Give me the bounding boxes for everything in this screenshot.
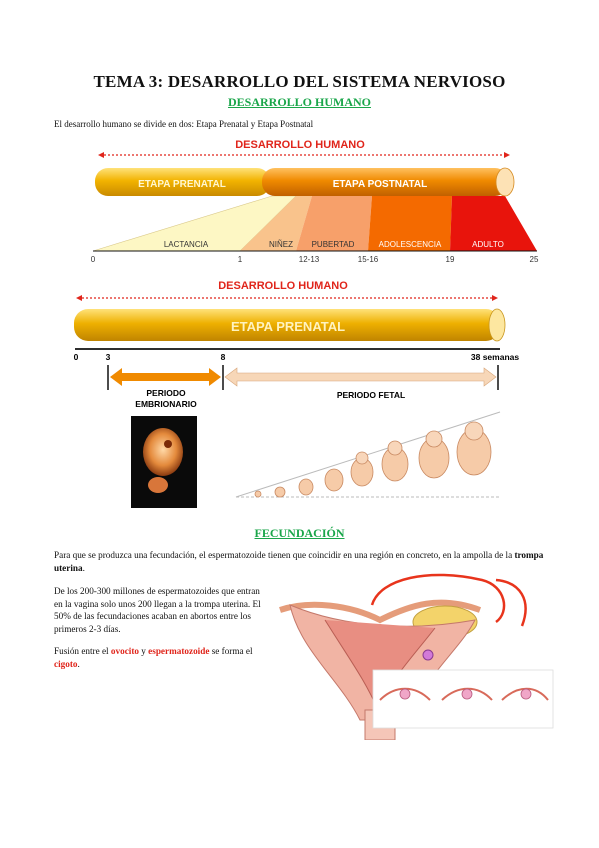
- prenatal-stage-diagram: DESARROLLO HUMANO ETAPA PRENATAL 0 3 8 3…: [74, 280, 519, 508]
- sperm-path-arrow: [370, 573, 506, 624]
- term-cigoto: cigoto: [54, 658, 78, 669]
- embryo-period-arrow: [110, 368, 221, 386]
- arrow-left-icon: [98, 152, 104, 158]
- arrow-right-icon: [504, 152, 510, 158]
- page-title: TEMA 3: DESARROLLO DEL SISTEMA NERVIOSO: [93, 72, 506, 91]
- label-adolescencia: ADOLESCENCIA: [379, 240, 442, 249]
- stage-pubertad: [296, 196, 372, 251]
- diagram2-heading: DESARROLLO HUMANO: [218, 280, 348, 292]
- label-ninez: NIÑEZ: [269, 240, 293, 249]
- uterus-illustration: [279, 573, 554, 740]
- tick-12-13: 12-13: [299, 255, 320, 264]
- label-etapa-prenatal: ETAPA PRENATAL: [138, 179, 226, 190]
- stage-adulto: [450, 196, 537, 251]
- term-ovocito: ovocito: [110, 646, 139, 656]
- label-etapa-prenatal-full: ETAPA PRENATAL: [231, 319, 345, 334]
- section-heading-fecundacion: FECUNDACIÓN: [254, 526, 345, 540]
- label-periodo-embrionario-1: PERIODO: [146, 388, 186, 398]
- tick-1: 1: [238, 255, 243, 264]
- diagram1-heading: DESARROLLO HUMANO: [235, 139, 365, 151]
- fallopian-tube: [279, 599, 482, 624]
- arrow-right-icon: [492, 295, 498, 301]
- intro-text: El desarrollo humano se divide en dos: E…: [54, 119, 314, 129]
- bar-end-cap: [488, 308, 506, 342]
- stage-adolescencia: [368, 196, 452, 251]
- development-timeline-diagram: DESARROLLO HUMANO ETAPA PRENATAL ETAPA P…: [91, 139, 539, 264]
- label-etapa-postnatal: ETAPA POSTNATAL: [333, 179, 427, 190]
- tick-25: 25: [530, 255, 539, 264]
- week-tick-38: 38 semanas: [471, 352, 519, 362]
- label-lactancia: LACTANCIA: [164, 240, 209, 249]
- fecundacion-paragraph-3: Fusión entre el ovocito y espermatozoide…: [54, 646, 253, 669]
- bar-end-cap: [495, 167, 515, 197]
- tick-19: 19: [446, 255, 455, 264]
- bar-etapa-postnatal: [262, 168, 508, 196]
- bar-etapa-prenatal: [95, 168, 270, 196]
- tick-15-16: 15-16: [358, 255, 379, 264]
- tick-0: 0: [91, 255, 96, 264]
- label-periodo-embrionario-2: EMBRIONARIO: [135, 399, 197, 409]
- label-periodo-fetal: PERIODO FETAL: [337, 390, 405, 400]
- fecundacion-paragraph-1: Para que se produzca una fecundación, el…: [54, 550, 544, 573]
- week-tick-8: 8: [221, 352, 226, 362]
- fetal-period-arrow: [224, 367, 497, 387]
- label-adulto: ADULTO: [472, 240, 504, 249]
- week-tick-0: 0: [74, 352, 79, 362]
- term-trompa-uterina: trompa uterina: [54, 550, 544, 573]
- fecundacion-paragraph-2: De los 200-300 millones de espermatozoid…: [54, 586, 261, 634]
- label-pubertad: PUBERTAD: [312, 240, 355, 249]
- fetus-sequence-icon: [254, 428, 492, 498]
- zygote-icon: [422, 649, 434, 661]
- embryo-icon: [143, 428, 183, 476]
- arrow-left-icon: [76, 295, 82, 301]
- term-espermatozoide: espermatozoide: [148, 646, 210, 656]
- section-heading-desarrollo: DESARROLLO HUMANO: [227, 95, 371, 109]
- growth-slope-line: [235, 411, 501, 498]
- stage-ninez: [240, 196, 312, 251]
- bar-etapa-prenatal-full: [74, 309, 500, 341]
- week-tick-3: 3: [106, 352, 111, 362]
